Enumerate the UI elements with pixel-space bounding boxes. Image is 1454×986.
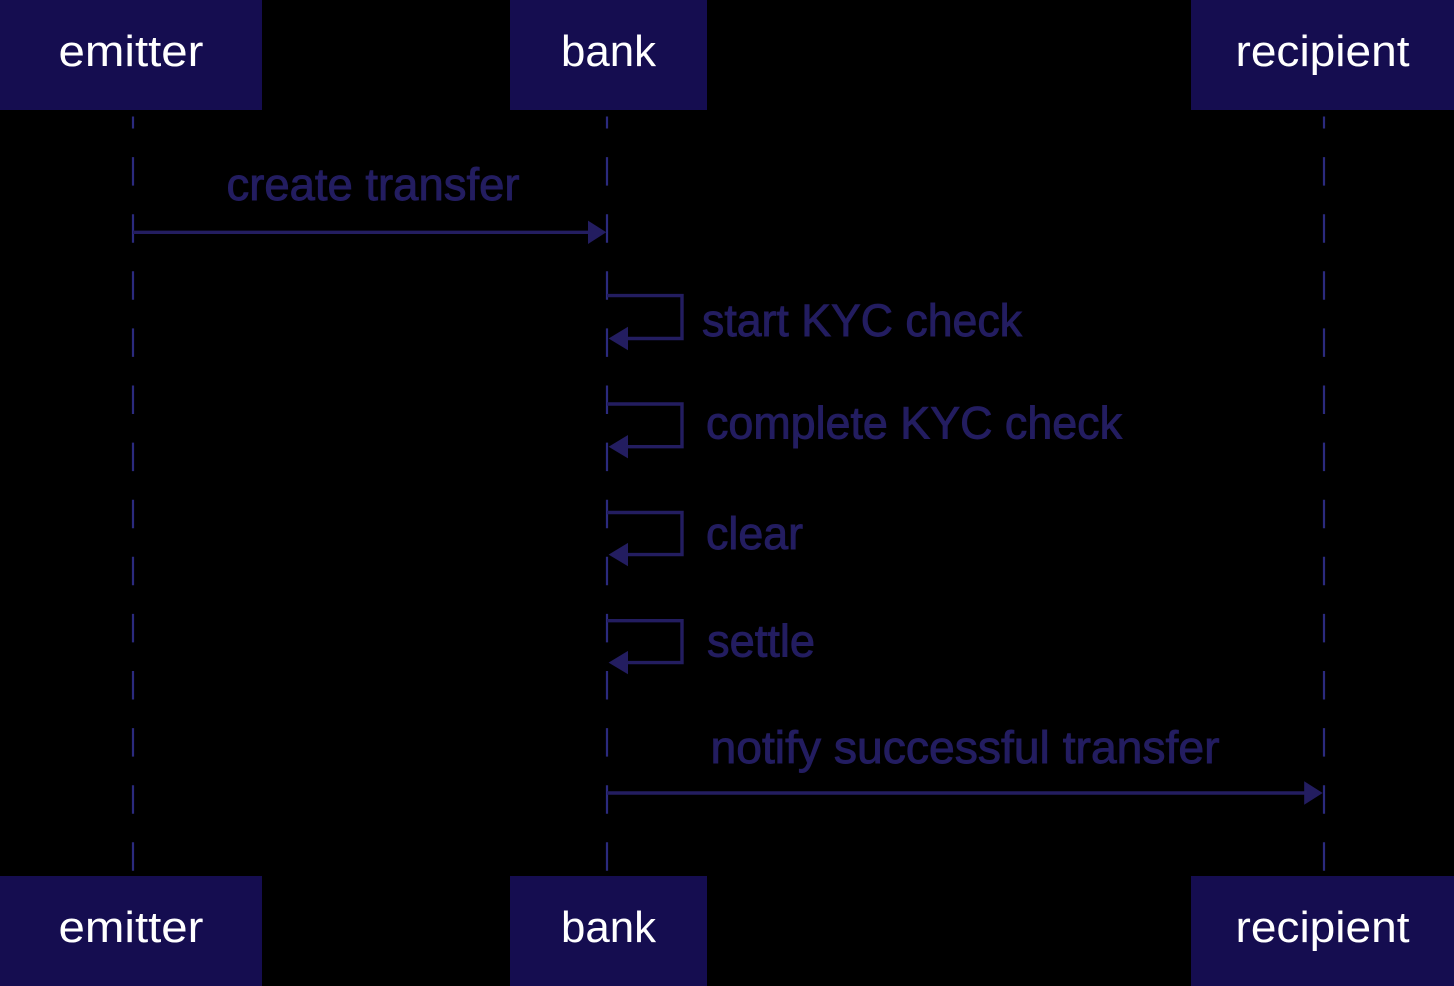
svg-text:emitter: emitter — [59, 27, 204, 76]
svg-text:bank: bank — [561, 903, 657, 952]
svg-text:start KYC check: start KYC check — [702, 295, 1022, 346]
svg-text:notify successful transfer: notify successful transfer — [711, 722, 1220, 773]
svg-text:clear: clear — [706, 508, 803, 559]
svg-text:create transfer: create transfer — [227, 159, 520, 210]
svg-text:complete KYC check: complete KYC check — [706, 398, 1122, 449]
svg-text:bank: bank — [561, 27, 657, 76]
svg-text:recipient: recipient — [1236, 27, 1410, 76]
svg-text:emitter: emitter — [59, 903, 204, 952]
svg-text:settle: settle — [707, 616, 815, 667]
svg-text:recipient: recipient — [1236, 903, 1410, 952]
